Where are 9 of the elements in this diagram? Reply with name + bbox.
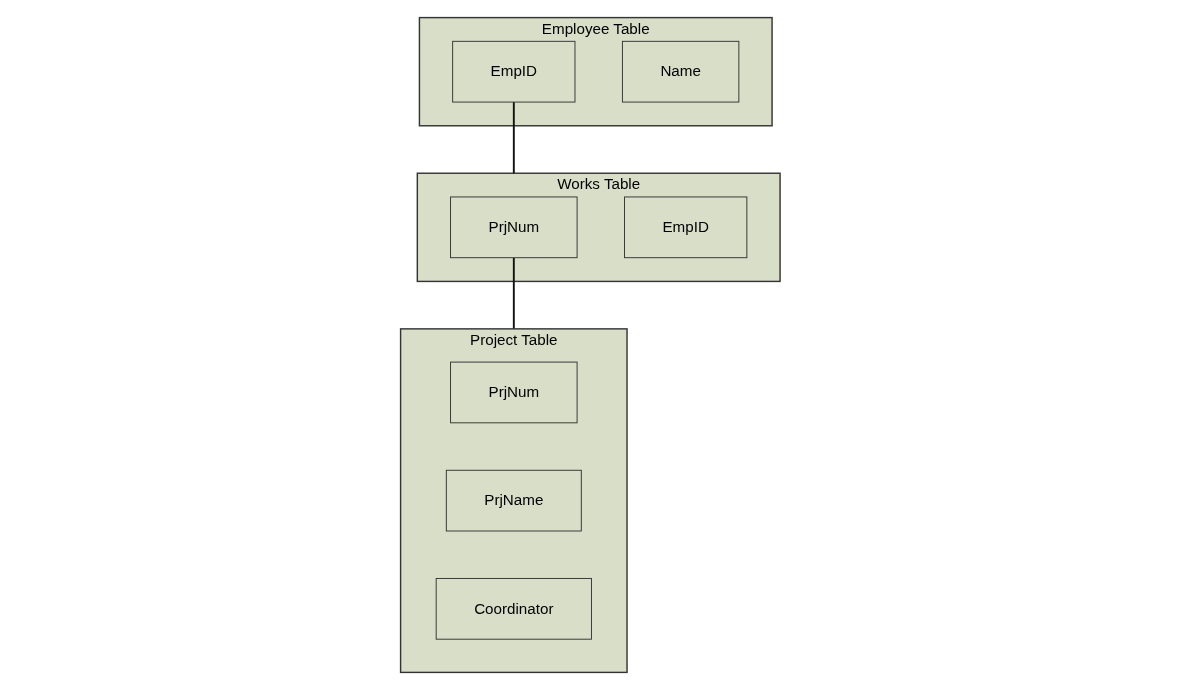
- connector: [512, 256, 515, 330]
- node-box: EmpID: [451, 40, 576, 103]
- node-box: PrjName: [445, 469, 582, 532]
- node-box: EmpID: [623, 196, 747, 259]
- connector: [512, 101, 515, 175]
- node-box: PrjNum: [449, 196, 578, 259]
- node-box: Coordinator: [435, 577, 592, 640]
- node-box: PrjNum: [449, 361, 578, 424]
- node-box: Name: [621, 40, 739, 103]
